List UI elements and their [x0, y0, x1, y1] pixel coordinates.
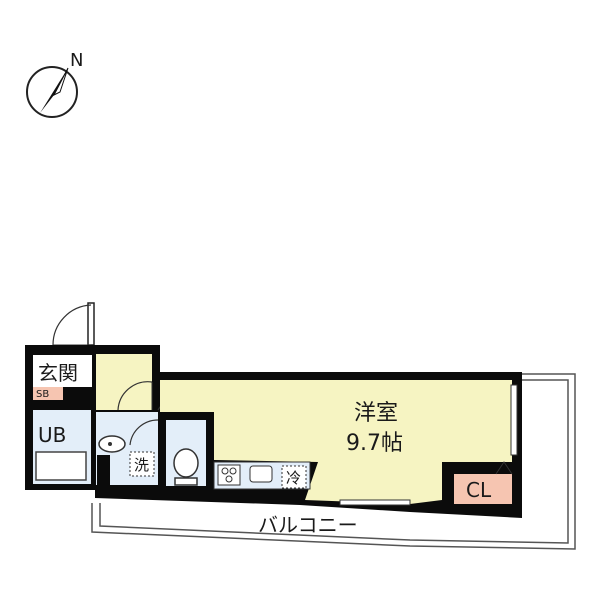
hallway	[96, 354, 152, 410]
genkan-label: 玄関	[38, 361, 78, 385]
bathtub	[35, 451, 87, 481]
entrance-door	[52, 302, 95, 346]
windows	[339, 384, 518, 506]
washer-space	[129, 451, 155, 477]
kitchen-sink-icon	[249, 465, 273, 483]
fridge-label: 冷	[286, 469, 301, 487]
balcony	[91, 373, 576, 550]
washer-label: 洗	[134, 456, 149, 474]
western-room	[160, 380, 512, 504]
closet	[454, 474, 512, 504]
fridge-space	[281, 465, 307, 489]
unit-bath-label: UB	[38, 423, 66, 447]
balcony-label: バルコニー	[258, 513, 358, 537]
shoe-box	[33, 387, 63, 400]
stove-icon	[217, 464, 241, 486]
closet-label: CL	[466, 478, 492, 502]
shoe-box-label: SB	[36, 389, 49, 400]
genkan-room	[33, 355, 92, 387]
compass: N	[26, 50, 83, 118]
compass-ring	[26, 66, 78, 118]
western-room-size: 9.7帖	[346, 431, 403, 456]
western-room-label: 洋室	[354, 401, 398, 426]
compass-north-label: N	[70, 50, 83, 71]
toilet-icon	[173, 448, 199, 478]
compass-needle-icon	[40, 68, 68, 113]
